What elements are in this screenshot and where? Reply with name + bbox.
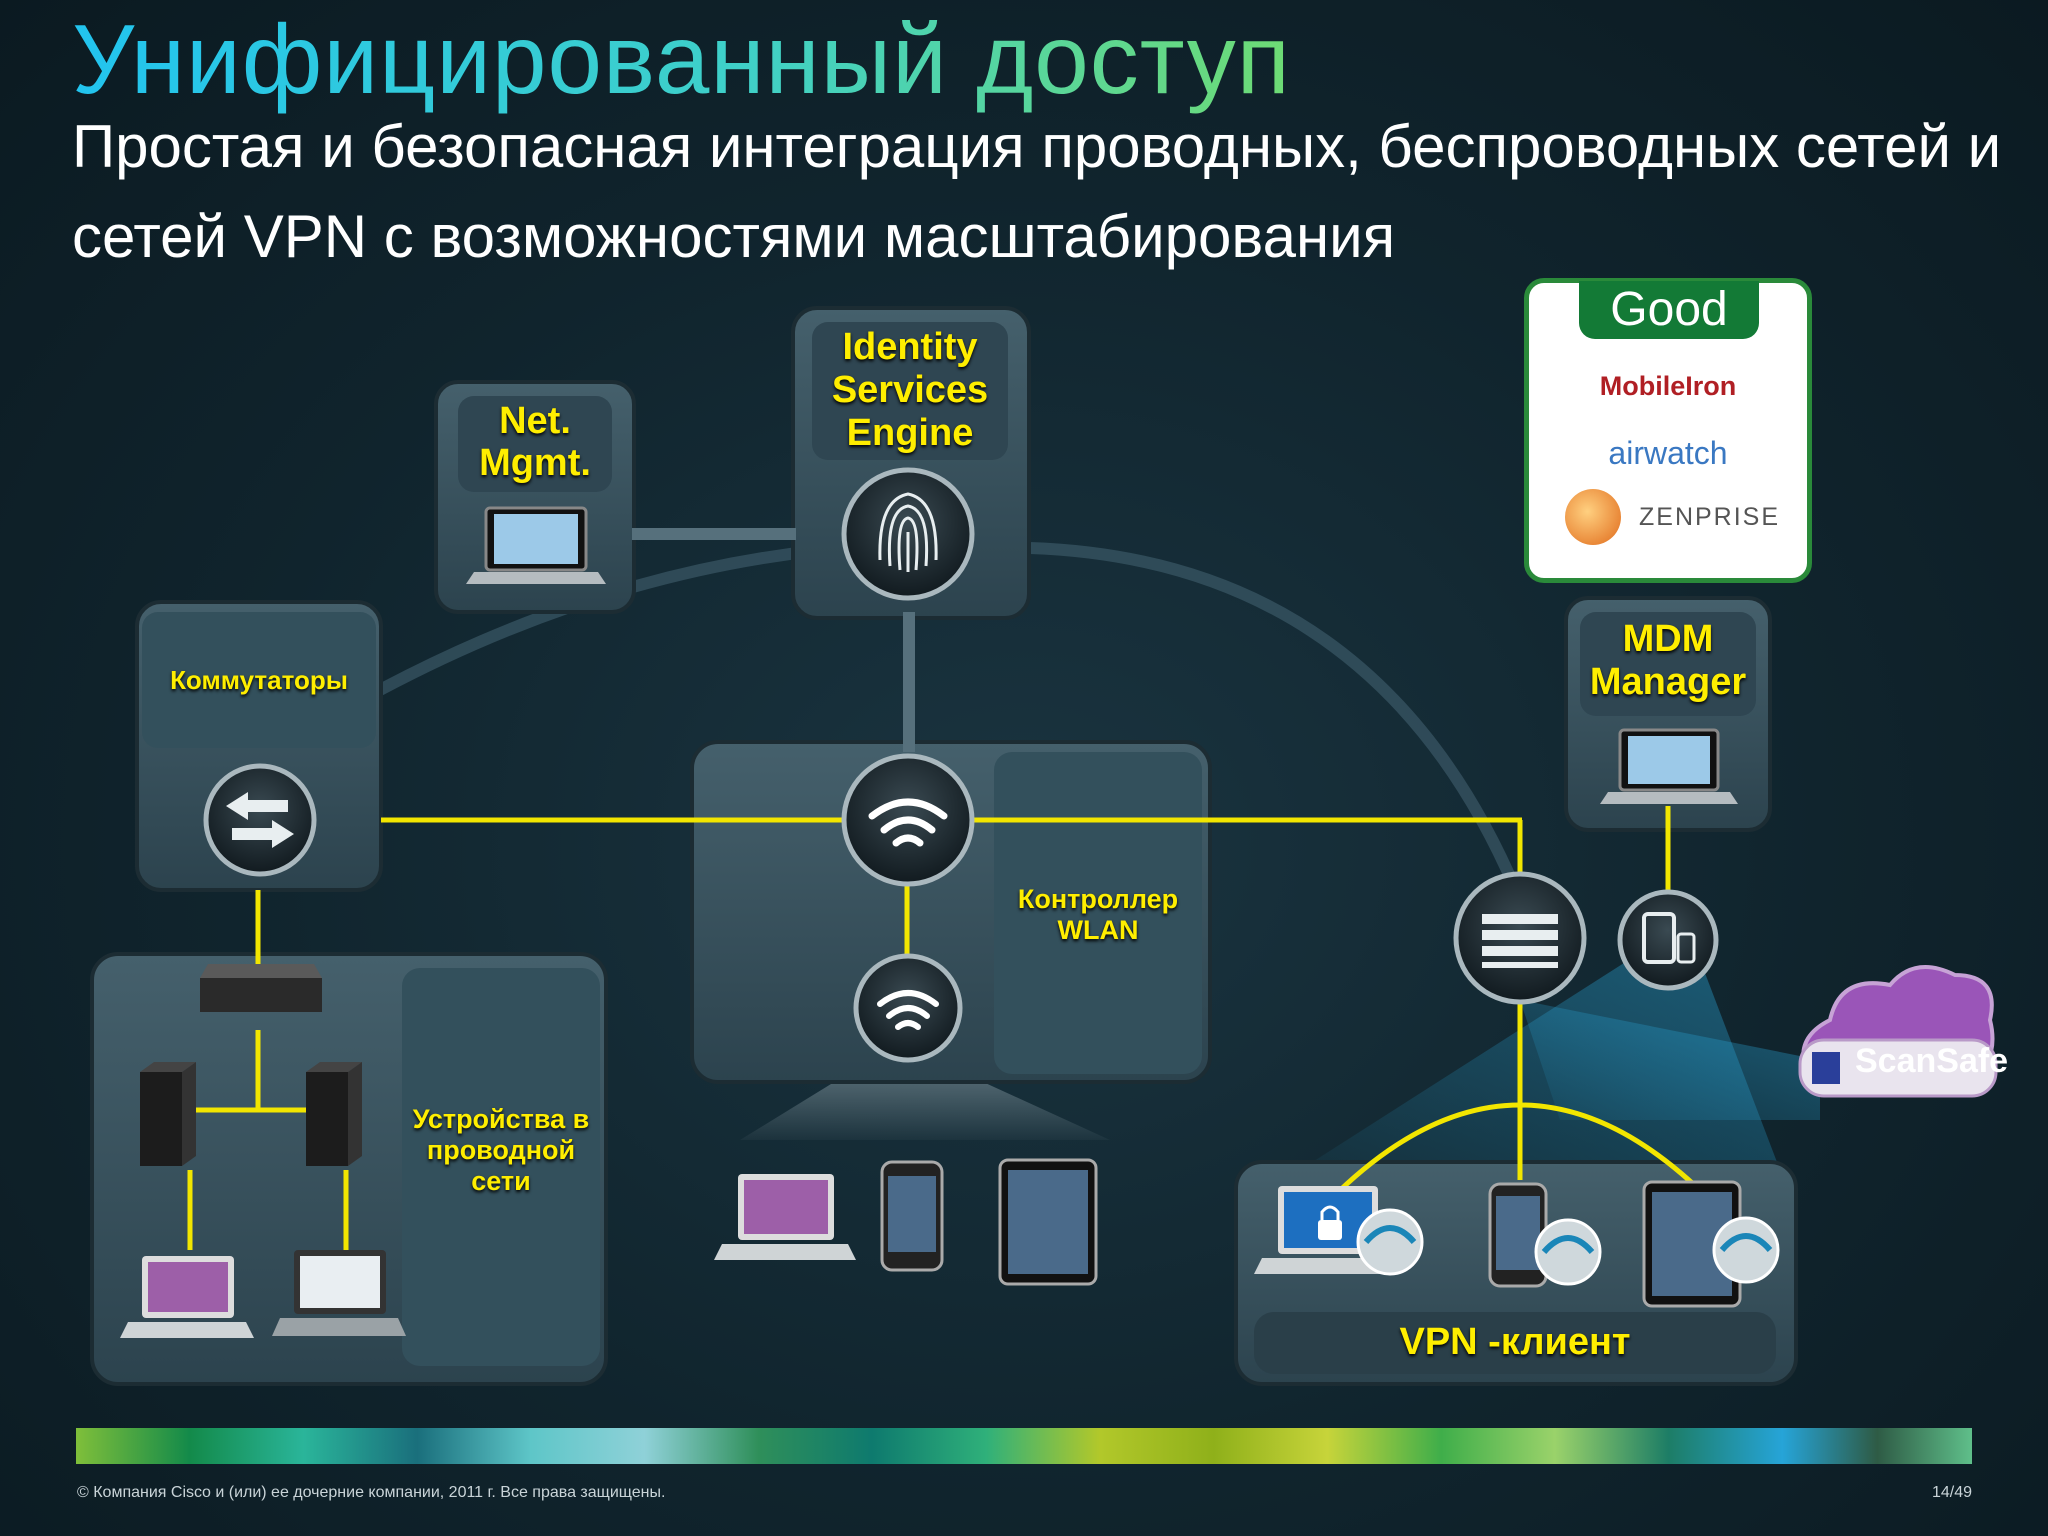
wired-label-box — [402, 968, 600, 1366]
airwatch-logo: airwatch — [1608, 435, 1728, 471]
net-mgmt-laptop-icon — [466, 506, 606, 584]
color-strip — [76, 1428, 1972, 1464]
mobile-devices-disc — [1617, 889, 1719, 991]
net-mgmt-label: Net. Mgmt. — [479, 400, 591, 484]
zenprise-logo-icon — [1565, 489, 1621, 545]
vpn-label-box — [1254, 1312, 1776, 1374]
wired-laptop-left-icon — [120, 1256, 254, 1338]
vpn-client-label: VPN -клиент — [1399, 1321, 1631, 1363]
server-right-icon — [306, 1062, 362, 1166]
ise-wlan-link — [903, 612, 915, 752]
wired-devices-label: Устройства в проводной сети — [412, 1104, 590, 1196]
mobileiron-logo: MobileIron — [1599, 371, 1737, 401]
access-point-disc — [853, 953, 963, 1063]
mdm-vendors-box: Good MobileIron airwatch ZENPRISE — [1524, 278, 1812, 583]
fingerprint-disc — [841, 467, 975, 601]
scansafe-beam — [1520, 1000, 1820, 1120]
page-number: 14/49 — [1931, 1484, 1972, 1501]
good-vendor-label: Good — [1579, 281, 1759, 339]
zenprise-logo: ZENPRISE — [1639, 503, 1781, 531]
slide-title: Унифицированный доступ — [72, 0, 1291, 118]
wlan-controller-label: Контроллер WLAN — [1017, 884, 1179, 945]
network-switch-icon — [200, 964, 322, 1012]
wlan-controller-disc — [841, 753, 975, 887]
switches-label: Коммутаторы — [170, 665, 348, 695]
mdm-laptop-icon — [1600, 728, 1738, 804]
mdm-label-box — [1580, 612, 1756, 716]
copyright-footer: © Компания Cisco и (или) ее дочерние ком… — [77, 1484, 666, 1501]
netmgmt-ise-link — [632, 528, 796, 540]
scansafe-label: ScanSafe — [1855, 1042, 2009, 1080]
ise-label: Identity Services Engine — [831, 326, 989, 454]
wireless-phone-icon — [880, 1160, 944, 1272]
firewall-disc — [1453, 871, 1587, 1005]
anyconnect-globe-icons — [1356, 1208, 1780, 1286]
wireless-laptop-icon — [714, 1174, 856, 1260]
wired-laptop-right-icon — [272, 1250, 406, 1336]
slide-subtitle: Простая и безопасная интеграция проводны… — [72, 113, 2002, 270]
wlan-beam — [740, 1060, 1110, 1140]
server-left-icon — [140, 1062, 196, 1166]
wlan-label-box — [994, 752, 1202, 1074]
switch-disc — [203, 763, 317, 877]
ise-label-box — [812, 322, 1008, 460]
mdm-manager-label: MDM Manager — [1589, 618, 1747, 703]
net-mgmt-label-box — [458, 396, 612, 492]
vpn-phone-icon — [1488, 1182, 1548, 1288]
switches-label-box — [142, 612, 376, 748]
scansafe-cloud-icon — [1798, 965, 1998, 1098]
wireless-tablet-icon — [998, 1158, 1098, 1286]
